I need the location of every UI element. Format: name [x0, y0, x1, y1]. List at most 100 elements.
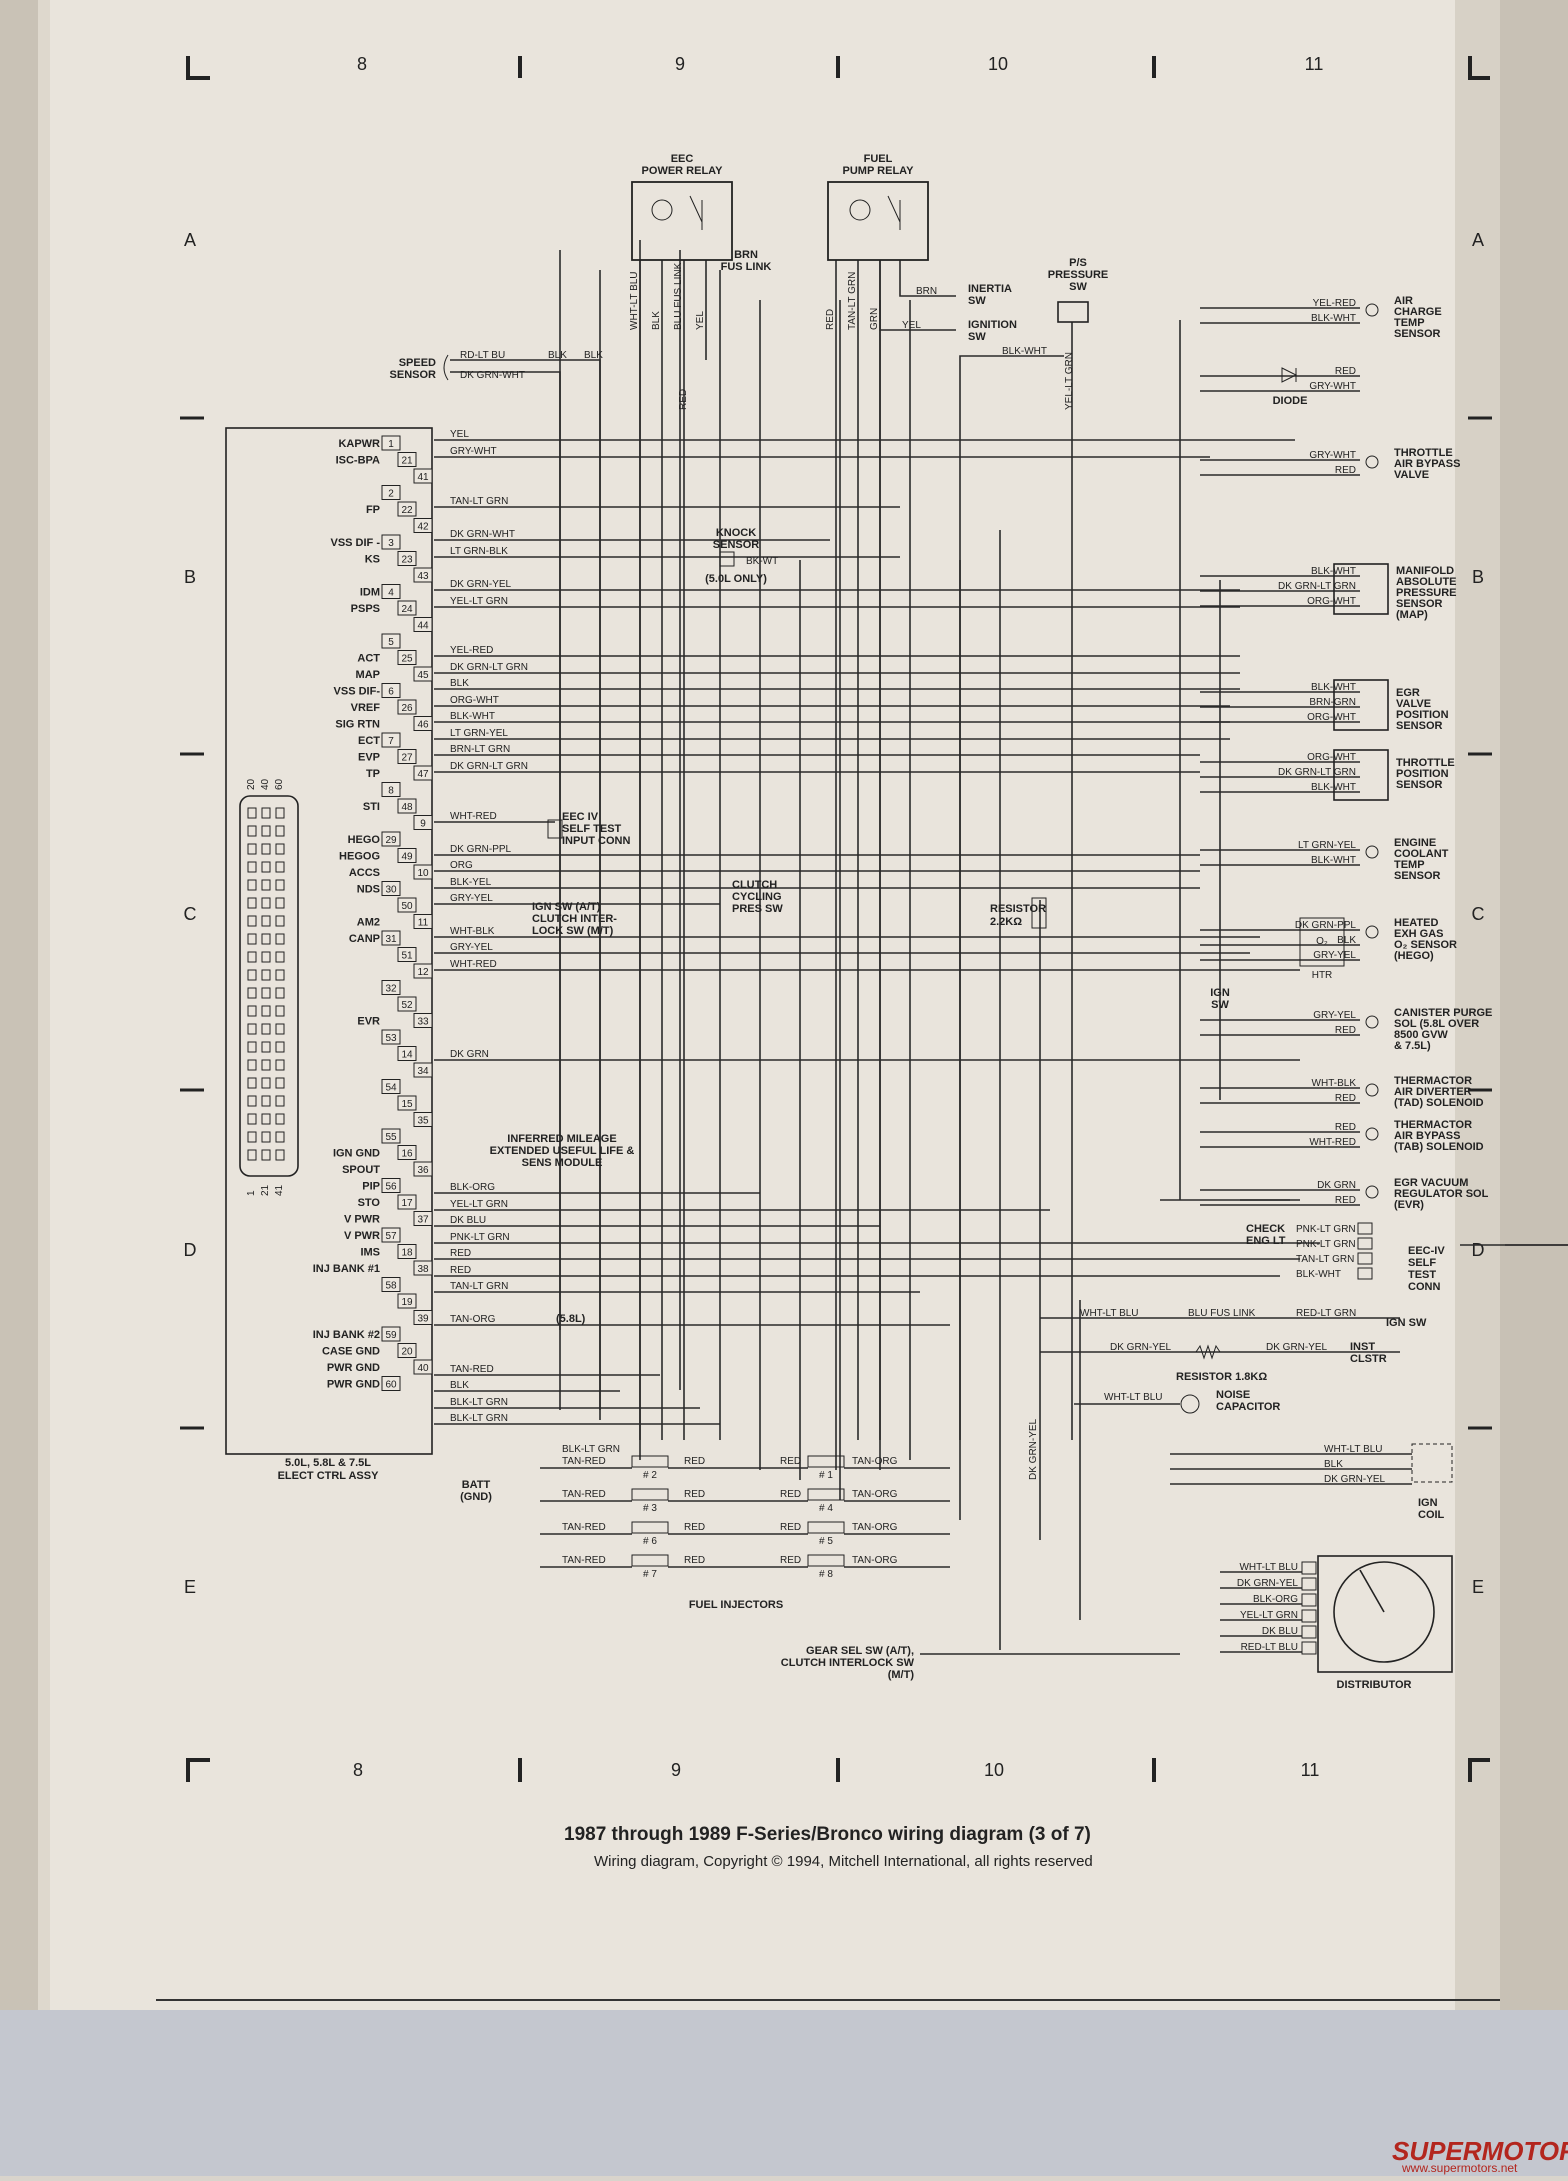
pin-box: [381, 1079, 401, 1094]
connector-pin: [247, 1041, 257, 1053]
component-wire-label: LT GRN-YEL: [1298, 840, 1356, 851]
grid-col-bottom: 8: [353, 1760, 363, 1780]
clutch-cycling-label: CLUTCH: [732, 879, 777, 891]
component-label: (TAB) SOLENOID: [1394, 1141, 1484, 1153]
connector-pin: [275, 1131, 285, 1143]
ecu-pin-label: PSPS: [351, 603, 380, 615]
grid-row-right: C: [1472, 904, 1485, 924]
ecu-pin-label: ACCS: [349, 867, 380, 879]
wire-label: DK GRN-YEL: [1028, 1418, 1039, 1480]
relay-wire-label: GRN: [869, 308, 880, 330]
wire-label: LT GRN-YEL: [450, 728, 508, 739]
pin-number: 27: [401, 753, 413, 764]
pin-number: 51: [401, 951, 413, 962]
pin-box: [381, 485, 401, 500]
wire-label: LT GRN-BLK: [450, 546, 508, 557]
fuel-injector: [807, 1455, 845, 1468]
wire-label: DK GRN-YEL: [1110, 1342, 1172, 1353]
wire-label: DK GRN-WHT: [450, 529, 515, 540]
connector-pin: [261, 861, 271, 873]
pin-number: 55: [385, 1132, 397, 1143]
pin-box: [397, 749, 417, 764]
pin-box: [397, 897, 417, 913]
wire-label: BLK-ORG: [450, 1182, 495, 1193]
connector-pin: [261, 1095, 271, 1107]
fuel-injector: [631, 1521, 669, 1534]
wire-label: BLK: [450, 678, 469, 689]
wire-label: BK-WT: [746, 556, 778, 567]
pin-box: [381, 831, 401, 847]
wire-label: GRY-YEL: [450, 893, 493, 904]
ps-pressure-switch: [1057, 301, 1089, 323]
ign-sw-label: IGN SW (A/T): [532, 901, 601, 913]
inertia-sw-label: SW: [968, 295, 986, 307]
fuel-pump-relay-label: PUMP RELAY: [843, 165, 915, 177]
inferred-mileage-label: SENS MODULE: [522, 1157, 603, 1169]
distributor-pin: [1301, 1609, 1317, 1623]
component-label: AIR BYPASS: [1394, 1130, 1460, 1142]
grid-col-top: 9: [675, 54, 685, 74]
pin-number: 43: [417, 571, 429, 582]
wire-label: RED: [780, 1456, 801, 1467]
ign-sw-label: SW: [1211, 999, 1229, 1011]
wire-label: RED: [678, 389, 689, 410]
component-label: THERMACTOR: [1394, 1075, 1472, 1087]
pin-box: [397, 699, 417, 715]
self-test-pin: [1357, 1237, 1373, 1250]
component-label: MANIFOLD: [1396, 565, 1454, 577]
grid-row-left: B: [184, 567, 196, 587]
component-label: EXH GAS: [1394, 928, 1444, 940]
pin-box: [397, 1244, 417, 1259]
component-label: PRESSURE: [1396, 587, 1457, 599]
pin-box: [381, 435, 401, 451]
pin-number: 47: [417, 769, 429, 780]
pin-box: [413, 468, 433, 484]
injector-wire-label: TAN-RED: [562, 1522, 606, 1533]
ecu-pin-label: VSS DIF -: [330, 537, 380, 549]
pin-number: 54: [385, 1083, 397, 1094]
connector-pin: [275, 987, 285, 999]
sensor-body: [1333, 679, 1389, 731]
wire-label: TAN-LT GRN: [450, 496, 508, 507]
pin-box: [397, 501, 417, 517]
component-label: 8500 GVW: [1394, 1029, 1448, 1041]
wire-label: YEL: [902, 320, 921, 331]
pin-box: [397, 1145, 417, 1160]
wire-label: RED: [780, 1522, 801, 1533]
brn-fus-link-label: BRN: [734, 249, 758, 261]
connector-pin: [247, 1149, 257, 1161]
inferred-mileage-label: INFERRED MILEAGE: [507, 1133, 616, 1145]
relay-wire-label: BLU FUS LINK: [673, 262, 684, 330]
ign-sw-label: LOCK SW (M/T): [532, 925, 614, 937]
ps-pressure-sw-label: P/S: [1069, 257, 1087, 269]
pin-number: 4: [388, 588, 394, 599]
component-wire-label: BLK-WHT: [1311, 682, 1356, 693]
injector-number: # 5: [819, 1536, 833, 1547]
connector-number: 21: [260, 1184, 271, 1196]
pin-number: 7: [388, 736, 394, 747]
pin-box: [413, 1310, 433, 1325]
grid-row-left: E: [184, 1577, 196, 1597]
pin-number: 45: [417, 670, 429, 681]
component-wire-label: ORG-WHT: [1307, 596, 1356, 607]
component-wire-label: BLK-WHT: [1311, 313, 1356, 324]
component-label: THROTTLE: [1394, 447, 1453, 459]
injector-wire-label: TAN-ORG: [852, 1522, 898, 1533]
gear-sel-sw-label: CLUTCH INTERLOCK SW: [781, 1657, 915, 1669]
pin-number: 21: [401, 456, 413, 467]
ecu-pin-label: SIG RTN: [335, 719, 380, 731]
component-label: AIR DIVERTER: [1394, 1086, 1472, 1098]
pin-number: 3: [388, 538, 394, 549]
ign-sw-label: IGN: [1210, 987, 1230, 999]
wire: [879, 260, 956, 331]
component-label: HEATED: [1394, 917, 1438, 929]
ecu-pin-label: FP: [366, 504, 380, 516]
connector-pin: [247, 933, 257, 945]
component-label: SENSOR: [1396, 720, 1443, 732]
fuel-injector: [631, 1554, 669, 1567]
component-label: EGR: [1396, 687, 1420, 699]
ecu-pin-label: IDM: [360, 587, 380, 599]
pin-box: [413, 963, 433, 979]
resistor-2k2: [1031, 897, 1047, 929]
